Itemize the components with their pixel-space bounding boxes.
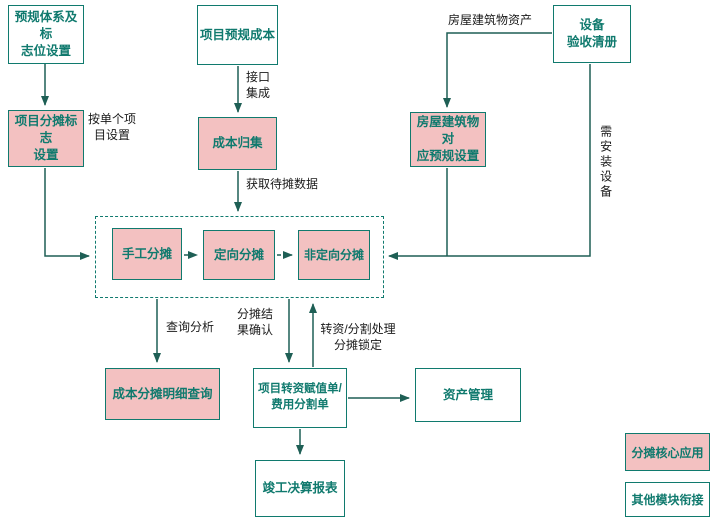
node-project-prebudget-cost: 项目预规成本	[197, 5, 278, 65]
allocation-group-frame	[95, 216, 384, 298]
node-cost-collection: 成本归集	[198, 117, 277, 170]
legend-other-module: 其他模块衔接	[625, 482, 710, 517]
legend-core-application: 分摊核心应用	[625, 433, 710, 471]
edge-label-building-asset: 房屋建筑物资产	[448, 13, 533, 27]
edge-label-transfer-split-lock: 转资/分割处理 分摊锁定	[320, 322, 396, 352]
node-completion-settlement-report: 竣工决算报表	[255, 460, 345, 517]
node-prebudget-system-flag-setup: 预规体系及标 志位设置	[8, 5, 84, 64]
node-equipment-acceptance-list: 设备 验收清册	[553, 5, 631, 63]
edge-label-query-analysis: 查询分析	[166, 320, 215, 334]
node-directed-allocation: 定向分摊	[203, 230, 275, 280]
node-building-prebudget-mapping: 房屋建筑物对 应预规设置	[410, 112, 486, 167]
node-transfer-valuation-slip: 项目转资赋值单/ 费用分割单	[253, 368, 347, 428]
connector-flag-to-allocation-group	[44, 168, 90, 260]
node-undirected-allocation: 非定向分摊	[298, 230, 370, 280]
edge-label-need-install-equipment: 需安装设备	[598, 125, 613, 200]
connector-equipment-to-building	[443, 32, 552, 108]
edge-label-allocation-result-confirm: 分摊结 果确认	[237, 307, 274, 337]
node-manual-allocation: 手工分摊	[112, 228, 182, 280]
node-allocation-detail-query: 成本分摊明细查询	[105, 368, 220, 420]
edge-label-per-project-setup: 按单个项 目设置	[87, 112, 136, 142]
connector-equipment-to-allocation-group	[388, 64, 591, 260]
node-project-allocation-flag-setup: 项目分摊标志 设置	[8, 110, 84, 167]
node-asset-management: 资产管理	[415, 368, 521, 422]
edge-label-fetch-pending-data: 获取待摊数据	[246, 177, 319, 191]
edge-label-interface-integration: 接口 集成	[246, 70, 271, 100]
